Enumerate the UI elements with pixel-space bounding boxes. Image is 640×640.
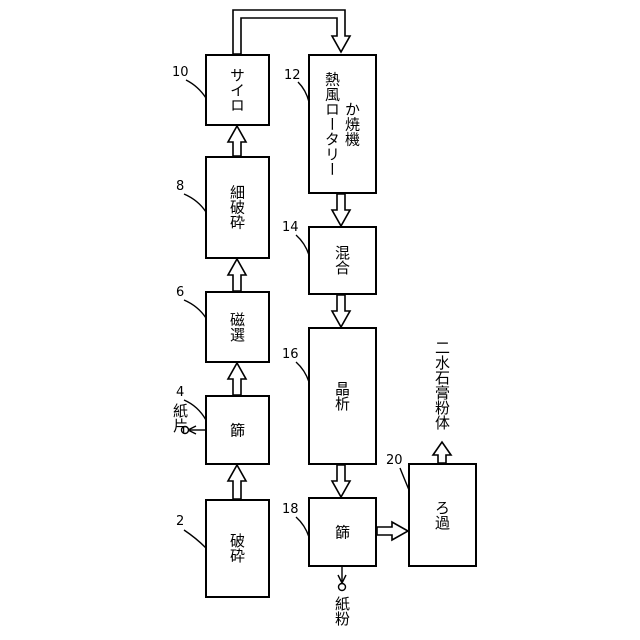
- box-mixing-label: 混合: [333, 245, 351, 275]
- box-magnetic-separation: 磁選: [206, 292, 269, 362]
- svg-text:10: 10: [172, 65, 189, 80]
- arrow-silo-to-kiln: [233, 10, 350, 54]
- svg-text:6: 6: [176, 285, 184, 300]
- box-crush-label: 破砕: [228, 533, 246, 563]
- ref-number-6: 6: [176, 285, 206, 318]
- svg-text:4: 4: [176, 385, 184, 400]
- box-sieve-1-label: 篩: [228, 422, 246, 438]
- ref-number-20: 20: [386, 453, 409, 490]
- svg-text:18: 18: [282, 502, 299, 517]
- box-sieve-2: 篩: [309, 498, 376, 566]
- box-crystallization-label: 晶析: [333, 381, 351, 411]
- ref-number-10: 10: [172, 65, 206, 98]
- arrow-sieve2-to-filtration: [377, 522, 408, 540]
- arrow-crystallization-to-sieve2: [332, 465, 350, 497]
- gypsum-powder-label: 二水石膏粉体: [433, 340, 451, 430]
- arrow-finecrush-to-silo: [228, 126, 246, 156]
- box-sieve-2-label: 篩: [333, 524, 351, 540]
- arrow-kiln-to-mixing: [332, 194, 350, 226]
- paper-powder-label: 紙粉: [333, 596, 351, 627]
- ref-number-18: 18: [282, 502, 309, 537]
- box-silo-label: サイロ: [228, 68, 246, 113]
- svg-text:12: 12: [284, 68, 301, 83]
- box-fine-crush: 細破砕: [206, 157, 269, 258]
- box-rotary-kiln-label-line1: 熱風ロータリー: [323, 72, 341, 177]
- ref-number-14: 14: [282, 220, 309, 255]
- arrow-magnetic-to-finecrush: [228, 259, 246, 291]
- paper-powder-output: 紙粉: [333, 567, 351, 627]
- svg-text:8: 8: [176, 179, 184, 194]
- arrow-filtration-to-gypsum: [433, 442, 451, 463]
- ref-number-8: 8: [176, 179, 206, 212]
- box-filtration-label: ろ過: [433, 500, 451, 531]
- box-rotary-kiln: 熱風ロータリー か焼機: [309, 55, 376, 193]
- box-crush: 破砕: [206, 500, 269, 597]
- box-fine-crush-label: 細破砕: [228, 185, 246, 230]
- box-magnetic-separation-label: 磁選: [228, 312, 246, 343]
- box-mixing: 混合: [309, 227, 376, 294]
- svg-text:20: 20: [386, 453, 403, 468]
- svg-text:2: 2: [176, 514, 184, 529]
- box-filtration: ろ過: [409, 464, 476, 566]
- paper-pieces-label: 紙片: [171, 403, 189, 433]
- arrow-crush-to-sieve1: [228, 465, 246, 499]
- box-crystallization: 晶析: [309, 328, 376, 464]
- svg-text:16: 16: [282, 347, 299, 362]
- ref-number-16: 16: [282, 347, 309, 382]
- box-silo: サイロ: [206, 55, 269, 125]
- box-sieve-1: 篩: [206, 396, 269, 464]
- arrow-mixing-to-crystallization: [332, 295, 350, 327]
- arrow-sieve1-to-magnetic: [228, 363, 246, 395]
- box-rotary-kiln-label-line2: か焼機: [343, 102, 361, 148]
- ref-number-2: 2: [176, 514, 206, 548]
- svg-text:14: 14: [282, 220, 299, 235]
- paper-pieces-output: 紙片: [171, 403, 205, 434]
- ref-number-12: 12: [284, 68, 309, 102]
